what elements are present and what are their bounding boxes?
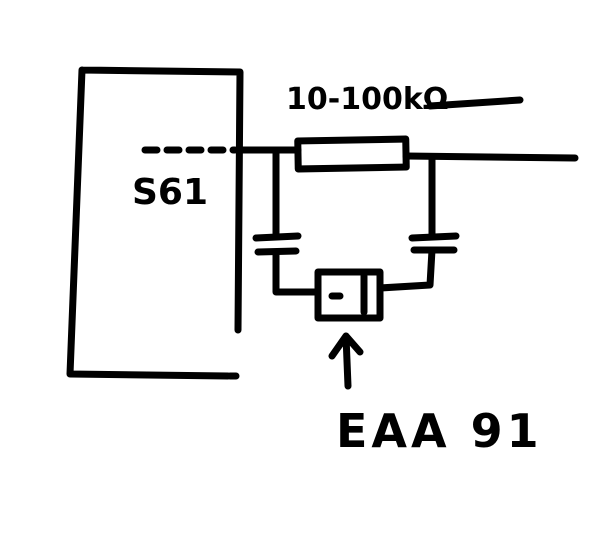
diode-cathode-mark <box>328 272 368 316</box>
right-capacitor <box>408 232 460 254</box>
module-box <box>66 66 244 380</box>
arrow-icon <box>328 332 364 390</box>
left-capacitor <box>252 232 302 256</box>
right-branch-wire <box>376 154 436 292</box>
resistor <box>294 135 410 173</box>
diode-tube <box>314 268 384 322</box>
diode-label: EAA 91 <box>336 404 543 458</box>
left-branch-wire <box>272 146 322 296</box>
resistor-label-underline <box>426 96 524 110</box>
resistor-value-label: 10-100kΩ <box>286 82 449 117</box>
module-label: S61 <box>132 172 209 213</box>
